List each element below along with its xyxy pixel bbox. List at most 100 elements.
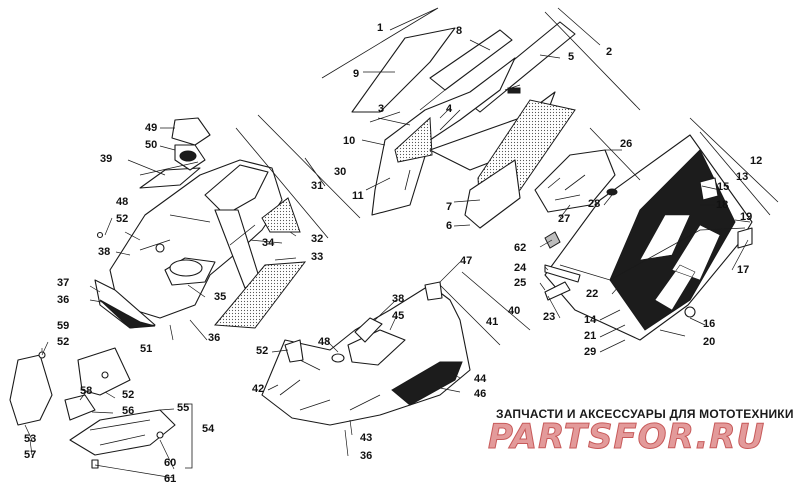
callout-15: 15 — [717, 181, 730, 193]
part-52-bracket — [284, 339, 304, 363]
callout-52-hood: 52 — [116, 213, 129, 225]
part-59-bracket — [77, 347, 131, 396]
part-53-nose — [9, 354, 53, 426]
callout-62: 62 — [514, 242, 527, 254]
callout-60: 60 — [164, 457, 177, 469]
callout-33: 33 — [311, 251, 324, 263]
callout-21: 21 — [584, 330, 597, 342]
callout-6: 6 — [446, 220, 453, 232]
callout-5: 5 — [568, 51, 575, 63]
callout-52-pan: 52 — [256, 345, 269, 357]
callout-50: 50 — [145, 139, 158, 151]
windshield-details — [404, 84, 521, 191]
callout-49: 49 — [145, 122, 158, 134]
bumper-details — [89, 419, 151, 446]
part-52-screw-hood — [96, 231, 104, 239]
callout-25: 25 — [514, 277, 527, 289]
callout-47: 47 — [460, 255, 473, 267]
part-52-screw-bracket — [101, 371, 109, 379]
callout-2: 2 — [606, 46, 613, 58]
callout-28: 28 — [588, 198, 601, 210]
callout-22: 22 — [586, 288, 599, 300]
callout-36-hood: 36 — [57, 294, 70, 306]
callout-53: 53 — [24, 433, 37, 445]
watermark-tagline: ЗАПЧАСТИ И АКСЕССУАРЫ ДЛЯ МОТОТЕХНИКИ — [496, 407, 794, 421]
callout-56: 56 — [122, 405, 135, 417]
callout-41: 41 — [486, 316, 499, 328]
part-56-mount — [64, 394, 96, 421]
nose-group — [9, 347, 176, 469]
callout-36-bottom: 36 — [360, 450, 373, 462]
part-48-screw — [155, 243, 165, 253]
part-23-latch — [544, 281, 571, 301]
callout-3: 3 — [378, 103, 385, 115]
part-32-foam — [261, 197, 301, 233]
callout-8: 8 — [456, 25, 463, 37]
callout-48-hood: 48 — [116, 196, 129, 208]
part-11-side-panel — [371, 57, 516, 216]
callout-4: 4 — [446, 103, 453, 115]
callout-36-center: 36 — [208, 332, 221, 344]
vent-cover-group — [534, 149, 618, 213]
callout-26: 26 — [620, 138, 633, 150]
callout-14: 14 — [584, 314, 597, 326]
callout-30: 30 — [334, 166, 347, 178]
callout-55: 55 — [177, 402, 190, 414]
callout-57: 57 — [24, 449, 37, 461]
callout-51: 51 — [140, 343, 153, 355]
callout-38-hood: 38 — [98, 246, 111, 258]
part-60-screw — [156, 431, 164, 439]
part-15-fastener — [699, 177, 719, 201]
callout-7: 7 — [446, 201, 453, 213]
callout-20: 20 — [703, 336, 716, 348]
callout-24: 24 — [514, 262, 527, 274]
callout-52-nose: 52 — [57, 336, 70, 348]
callout-10: 10 — [343, 135, 356, 147]
callout-34: 34 — [262, 237, 275, 249]
callout-48-pan: 48 — [318, 336, 331, 348]
callout-31: 31 — [311, 180, 324, 192]
callout-11: 11 — [352, 190, 364, 202]
part-44-decal — [391, 361, 463, 406]
hood-group — [94, 117, 307, 329]
grouping-brackets — [185, 7, 779, 469]
part-54-bumper — [69, 409, 176, 456]
part-49-gasket — [171, 117, 211, 146]
callout-44: 44 — [474, 373, 487, 385]
callout-13: 13 — [736, 171, 749, 183]
part-19-fastener — [737, 227, 753, 249]
callout-23: 23 — [543, 311, 556, 323]
part-48-grommet — [331, 353, 345, 363]
callout-38-pan: 38 — [392, 293, 405, 305]
callout-35: 35 — [214, 291, 227, 303]
part-38-clip — [354, 317, 383, 343]
part-33-foam — [213, 261, 307, 329]
part-22-cable — [559, 227, 746, 281]
callout-18: 18 — [716, 199, 729, 211]
callout-54: 54 — [202, 423, 215, 435]
graphic-highlights — [639, 214, 721, 311]
callout-32: 32 — [311, 233, 324, 245]
callout-17: 17 — [737, 264, 750, 276]
callout-39: 39 — [100, 153, 113, 165]
leader-lines — [24, 39, 751, 479]
part-50-lens-center — [179, 150, 197, 162]
part-8-strip — [429, 29, 513, 91]
callout-9: 9 — [353, 68, 360, 80]
callout-37: 37 — [57, 277, 70, 289]
callout-16: 16 — [703, 318, 716, 330]
part-62-clip — [544, 231, 561, 249]
callout-59: 59 — [57, 320, 70, 332]
part-16-grommet — [684, 306, 696, 318]
part-39-trim — [139, 167, 201, 189]
callout-52-bracket: 52 — [122, 389, 135, 401]
callout-19: 19 — [740, 211, 753, 223]
part-47-bracket — [424, 281, 443, 301]
part-35-opening — [169, 259, 203, 277]
callout-29: 29 — [584, 346, 597, 358]
part-9-panel — [351, 27, 456, 113]
part-28-fastener — [606, 188, 618, 196]
vent-cover-details — [547, 174, 586, 201]
watermark-logo[interactable]: PARTSFOR.RU — [487, 417, 766, 458]
